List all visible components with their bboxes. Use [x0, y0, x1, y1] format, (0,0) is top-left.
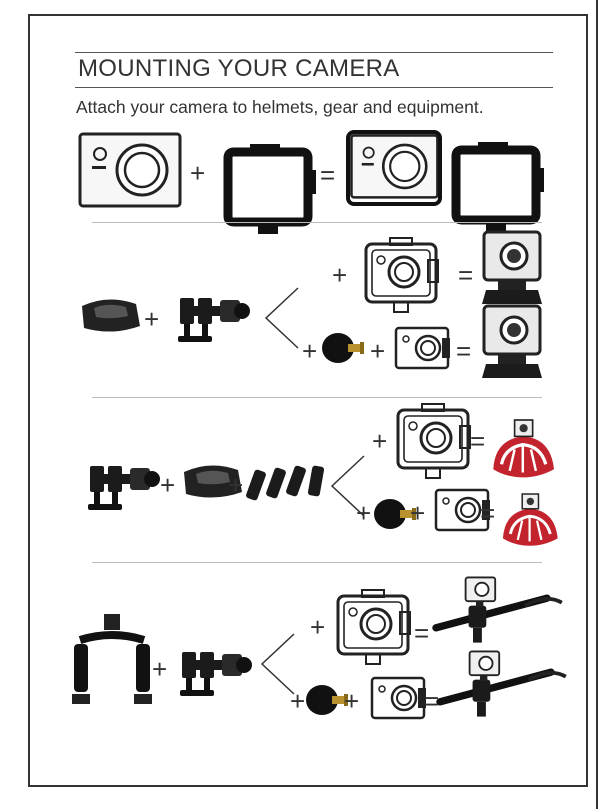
plus-sign: + [410, 498, 426, 528]
waterproof-housing-icon [396, 402, 472, 480]
plus-sign: + [372, 426, 388, 456]
branch-bracket [264, 287, 299, 349]
camera-on-flat-mount-icon [480, 230, 544, 306]
plus-sign: + [152, 654, 168, 684]
plus-sign: + [310, 612, 326, 642]
pivot-arm-mount-icon [178, 298, 250, 342]
bike-helmet-icon [501, 492, 560, 548]
bike-helmet-icon [491, 418, 556, 480]
plus-sign: + [190, 158, 206, 188]
waterproof-housing-icon [364, 236, 440, 314]
equals-sign: = [480, 498, 496, 528]
equals-sign: = [470, 426, 486, 456]
equals-sign: = [456, 336, 472, 366]
page-title: MOUNTING YOUR CAMERA [78, 55, 400, 82]
plus-sign: + [356, 498, 372, 528]
flat-adhesive-mount-icon [82, 299, 140, 332]
equals-sign: = [424, 686, 440, 716]
branch-bracket [330, 455, 365, 517]
plus-sign: + [370, 336, 386, 366]
tripod-adapter-icon [322, 333, 364, 363]
page-frame [28, 14, 588, 787]
equals-sign: = [414, 618, 430, 648]
pivot-arm-mount-icon [88, 466, 160, 510]
equals-sign: = [320, 160, 336, 190]
plus-sign: + [144, 304, 160, 334]
pivot-arm-mount-icon [180, 652, 252, 696]
equals-sign: = [458, 260, 474, 290]
action-camera-icon [370, 676, 428, 720]
plus-sign: + [332, 260, 348, 290]
page-subtitle: Attach your camera to helmets, gear and … [76, 97, 484, 117]
section-divider [92, 222, 542, 223]
bike-handlebar-icon [440, 650, 568, 744]
page-edge [596, 0, 608, 809]
camera-in-frame-icon [346, 130, 442, 206]
section-divider [92, 397, 542, 398]
action-camera-icon [78, 132, 182, 208]
action-camera-icon [394, 326, 452, 370]
waterproof-housing-icon [336, 588, 412, 666]
plus-sign: + [302, 336, 318, 366]
camera-on-adapter-mount-icon [480, 304, 544, 380]
plus-sign: + [290, 686, 306, 716]
title-rule-bottom [75, 87, 553, 88]
adhesive-pads-icon [246, 465, 325, 501]
plus-sign: + [344, 686, 360, 716]
section-divider [92, 562, 542, 563]
handlebar-clamp-icon [70, 634, 154, 708]
plus-sign: + [228, 470, 244, 500]
title-rule-top [75, 52, 553, 53]
plus-sign: + [160, 470, 176, 500]
camera-frame-icon [224, 142, 314, 232]
branch-bracket [260, 633, 295, 695]
camera-frame-icon [452, 140, 546, 230]
